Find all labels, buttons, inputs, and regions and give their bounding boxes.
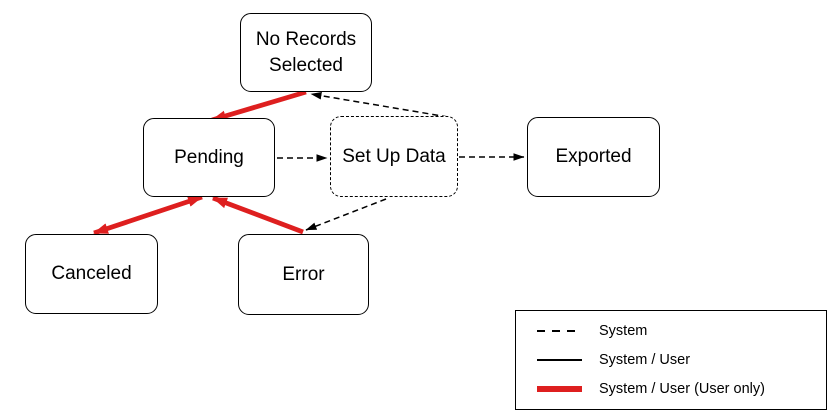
legend-box: System System / User System / User (User… bbox=[515, 310, 827, 410]
edge-no-records-to-pending bbox=[211, 89, 307, 123]
node-error: Error bbox=[238, 234, 369, 315]
node-label: Pending bbox=[174, 146, 244, 168]
edge-set-up-data-to-error bbox=[305, 198, 387, 231]
node-label: Error bbox=[282, 263, 325, 285]
node-exported: Exported bbox=[527, 117, 660, 197]
node-label: Canceled bbox=[51, 263, 132, 285]
node-no-records-selected: No Records Selected bbox=[240, 13, 372, 92]
solid-line-swatch bbox=[537, 359, 582, 361]
node-label: Set Up Data bbox=[342, 145, 446, 167]
thick-red-line-swatch bbox=[537, 386, 582, 392]
legend-label: System / User (User only) bbox=[599, 381, 765, 397]
edge-error-to-pending bbox=[212, 195, 304, 235]
edge-pending-canceled-bidirectional bbox=[93, 194, 203, 236]
node-pending: Pending bbox=[143, 118, 275, 197]
node-set-up-data: Set Up Data bbox=[330, 116, 458, 197]
edge-set-up-data-to-no-records bbox=[310, 91, 449, 118]
legend-item-user-only: System / User (User only) bbox=[537, 375, 826, 404]
node-label: Exported bbox=[555, 146, 632, 168]
dashed-line-swatch bbox=[537, 330, 582, 332]
legend-label: System bbox=[599, 323, 648, 339]
legend-item-system-user: System / User bbox=[537, 346, 826, 375]
legend-item-system: System bbox=[537, 317, 826, 346]
legend-label: System / User bbox=[599, 352, 691, 368]
node-label: No Records Selected bbox=[255, 28, 357, 76]
node-canceled: Canceled bbox=[25, 234, 158, 314]
